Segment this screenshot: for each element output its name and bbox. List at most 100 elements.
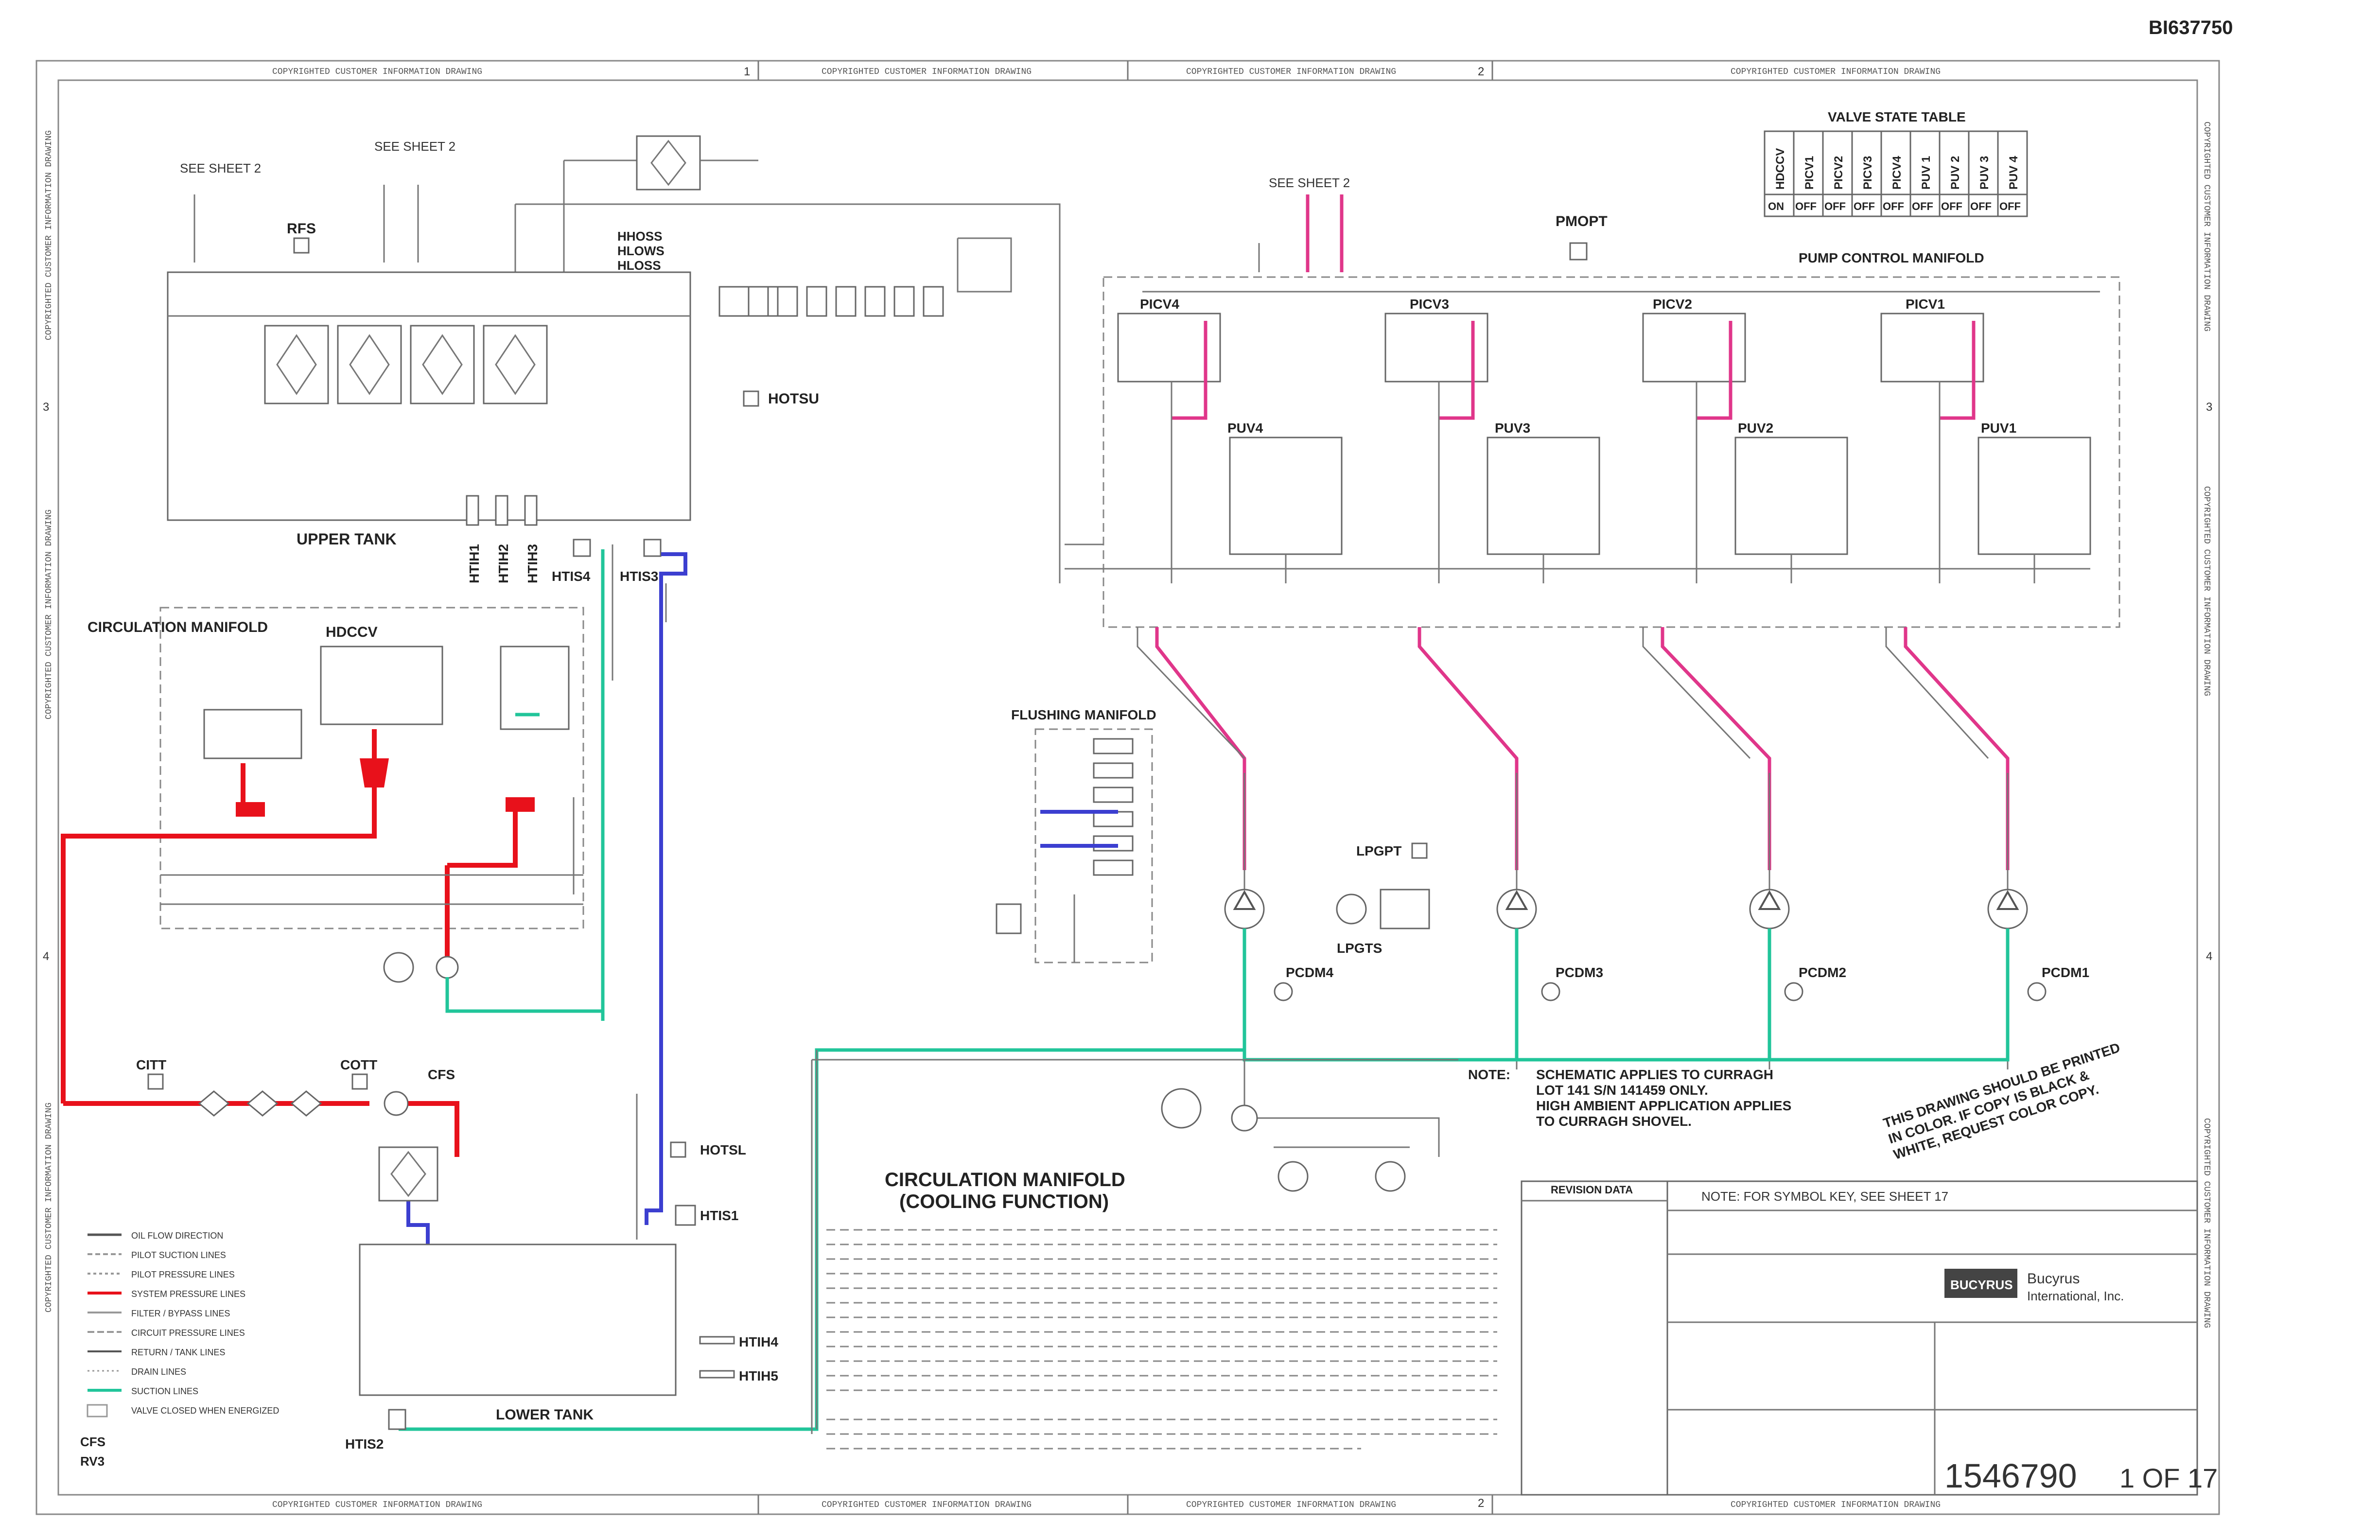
vst-header-cell <box>1822 130 1853 195</box>
see-sheet-label: SEE SHEET 2 <box>374 139 455 154</box>
lpgts-label: LPGTS <box>1337 941 1382 956</box>
high-pressure-line <box>408 1101 459 1157</box>
bucyrus-logo-text: BUCYRUS <box>1950 1278 2013 1292</box>
vst-header: PUV 2 <box>1949 156 1962 190</box>
border-banner-top-2: COPYRIGHTED CUSTOMER INFORMATION DRAWING <box>822 67 1032 77</box>
puv4-label: PUV4 <box>1227 420 1263 436</box>
note-line-4: TO CURRAGH SHOVEL. <box>1536 1114 1692 1129</box>
pump-case-line <box>1137 627 1245 759</box>
border-banner-bottom-3: COPYRIGHTED CUSTOMER INFORMATION DRAWING <box>1186 1500 1396 1510</box>
pump-arrow <box>1758 890 1781 910</box>
border-banner-right-1: COPYRIGHTED CUSTOMER INFORMATION DRAWING <box>2202 122 2211 332</box>
border-banner-bottom-1: COPYRIGHTED CUSTOMER INFORMATION DRAWING <box>272 1500 482 1510</box>
vst-header-cell <box>1851 130 1882 195</box>
hloss-label-2: HLOWS <box>617 244 665 258</box>
drawing-number: 1546790 <box>1944 1457 2077 1495</box>
lpg-motor <box>1336 893 1367 925</box>
pcdm1-motor <box>2027 982 2047 1001</box>
flushing-valve <box>1093 787 1134 803</box>
upper-tank-area: SEE SHEET 2 SEE SHEET 2 RFS HHOSS HLOWS … <box>167 135 1061 584</box>
pump-supply-lines: LPGPT LPGTS PCDM4 PCDM3 PCDM2 PCDM1 <box>1137 627 2089 1192</box>
htih3-label: HTIH3 <box>525 544 540 583</box>
junction-box <box>957 237 1012 293</box>
legend-label: FILTER / BYPASS LINES <box>131 1309 230 1318</box>
pump-control-manifold-title: PUMP CONTROL MANIFOLD <box>1799 250 1984 265</box>
pmopt-label: PMOPT <box>1556 213 1608 229</box>
circulation-motor <box>383 952 414 983</box>
cooling-function-block: CIRCULATION MANIFOLD (COOLING FUNCTION) <box>811 1059 1497 1450</box>
legend-label: OIL FLOW DIRECTION <box>131 1231 223 1241</box>
vst-state-cell <box>1909 193 1941 217</box>
pressure-line <box>1940 321 1976 420</box>
cooler-flow-switch <box>384 1091 409 1116</box>
suction-header <box>1242 928 2010 1062</box>
level-switch <box>777 286 798 317</box>
border-banner-top-1: COPYRIGHTED CUSTOMER INFORMATION DRAWING <box>272 67 482 77</box>
zone-marker-1: 1 <box>744 65 750 78</box>
zone-marker-3: 3 <box>43 401 49 414</box>
htih5-heater <box>699 1370 735 1379</box>
htih2-label: HTIH2 <box>496 544 511 583</box>
hdccv-label: HDCCV <box>326 624 378 640</box>
border-banner-left-2: COPYRIGHTED CUSTOMER INFORMATION DRAWING <box>44 509 54 719</box>
lpgpt-sensor <box>1411 842 1428 859</box>
pump-control-manifold-area: SEE SHEET 2 PMOPT VALVE STATE TABLE <box>1065 109 2120 628</box>
zone-marker-4r: 4 <box>2206 950 2212 963</box>
pressure-block-1 <box>236 802 265 817</box>
filter-symbol <box>276 334 317 395</box>
circulation-pump <box>1231 1104 1258 1132</box>
vst-state-cell <box>1822 193 1853 217</box>
picv4-valve <box>1117 313 1221 383</box>
picv3-label: PICV3 <box>1410 297 1449 312</box>
high-pressure-line <box>61 788 377 1103</box>
legend-label: PILOT PRESSURE LINES <box>131 1270 235 1279</box>
puv1-valve <box>1978 437 2091 555</box>
rfs-label: RFS <box>287 221 316 237</box>
cooler-filter <box>378 1146 438 1202</box>
lpgts-switch <box>1380 889 1430 929</box>
legend-label: CIRCUIT PRESSURE LINES <box>131 1328 245 1338</box>
htis4-label: HTIS4 <box>552 569 591 584</box>
note-line-1: SCHEMATIC APPLIES TO CURRAGH <box>1536 1067 1773 1082</box>
hotsu-label: HOTSU <box>768 391 819 407</box>
revision-data-label: REVISION DATA <box>1551 1184 1633 1196</box>
picv1-valve <box>1880 313 1984 383</box>
legend-label: RETURN / TANK LINES <box>131 1348 225 1357</box>
return-line <box>406 1186 430 1244</box>
citt-label: CITT <box>136 1057 166 1072</box>
flow-meter-2 <box>1375 1161 1406 1192</box>
heater-2 <box>495 495 508 526</box>
cfs-label: CFS <box>428 1067 455 1082</box>
vst-header-cell <box>1997 130 2028 195</box>
vst-header: PUV 4 <box>2007 156 2020 190</box>
vst-header: PUV 1 <box>1920 156 1933 190</box>
return-filter-1 <box>264 325 329 404</box>
flushing-manifold-boundary <box>1034 728 1153 963</box>
flushing-sensor <box>996 903 1022 934</box>
htis3-switch <box>643 539 662 557</box>
flushing-valve <box>1093 835 1134 852</box>
pump-control-manifold-boundary <box>1102 276 2120 628</box>
hotsu-sensor <box>743 390 759 407</box>
pilot-line <box>515 203 1061 583</box>
vst-header: PICV2 <box>1832 156 1845 190</box>
line-legend: OIL FLOW DIRECTION PILOT SUCTION LINES P… <box>80 1231 279 1469</box>
filter-symbol <box>349 334 390 395</box>
zone-marker-2: 2 <box>1478 65 1484 78</box>
border-banner-bottom-4: COPYRIGHTED CUSTOMER INFORMATION DRAWING <box>1731 1500 1941 1510</box>
level-switch <box>806 286 827 317</box>
note-line-3: HIGH AMBIENT APPLICATION APPLIES <box>1536 1098 1791 1113</box>
level-switch <box>748 286 769 317</box>
pcdm2-motor <box>1784 982 1803 1001</box>
level-switch <box>864 286 886 317</box>
pressure-line <box>1697 321 1732 420</box>
see-sheet-label: SEE SHEET 2 <box>180 161 261 175</box>
circulation-manifold-label: CIRCULATION MANIFOLD <box>88 619 268 635</box>
border-banner-bottom-2: COPYRIGHTED CUSTOMER INFORMATION DRAWING <box>822 1500 1032 1510</box>
vst-header-cell <box>1880 130 1911 195</box>
flushing-valve <box>1093 762 1134 779</box>
htis2-switch <box>388 1409 406 1430</box>
htis4-switch <box>573 539 591 557</box>
vst-header: PICV1 <box>1803 156 1816 190</box>
bucyrus-logo <box>1944 1269 2017 1298</box>
